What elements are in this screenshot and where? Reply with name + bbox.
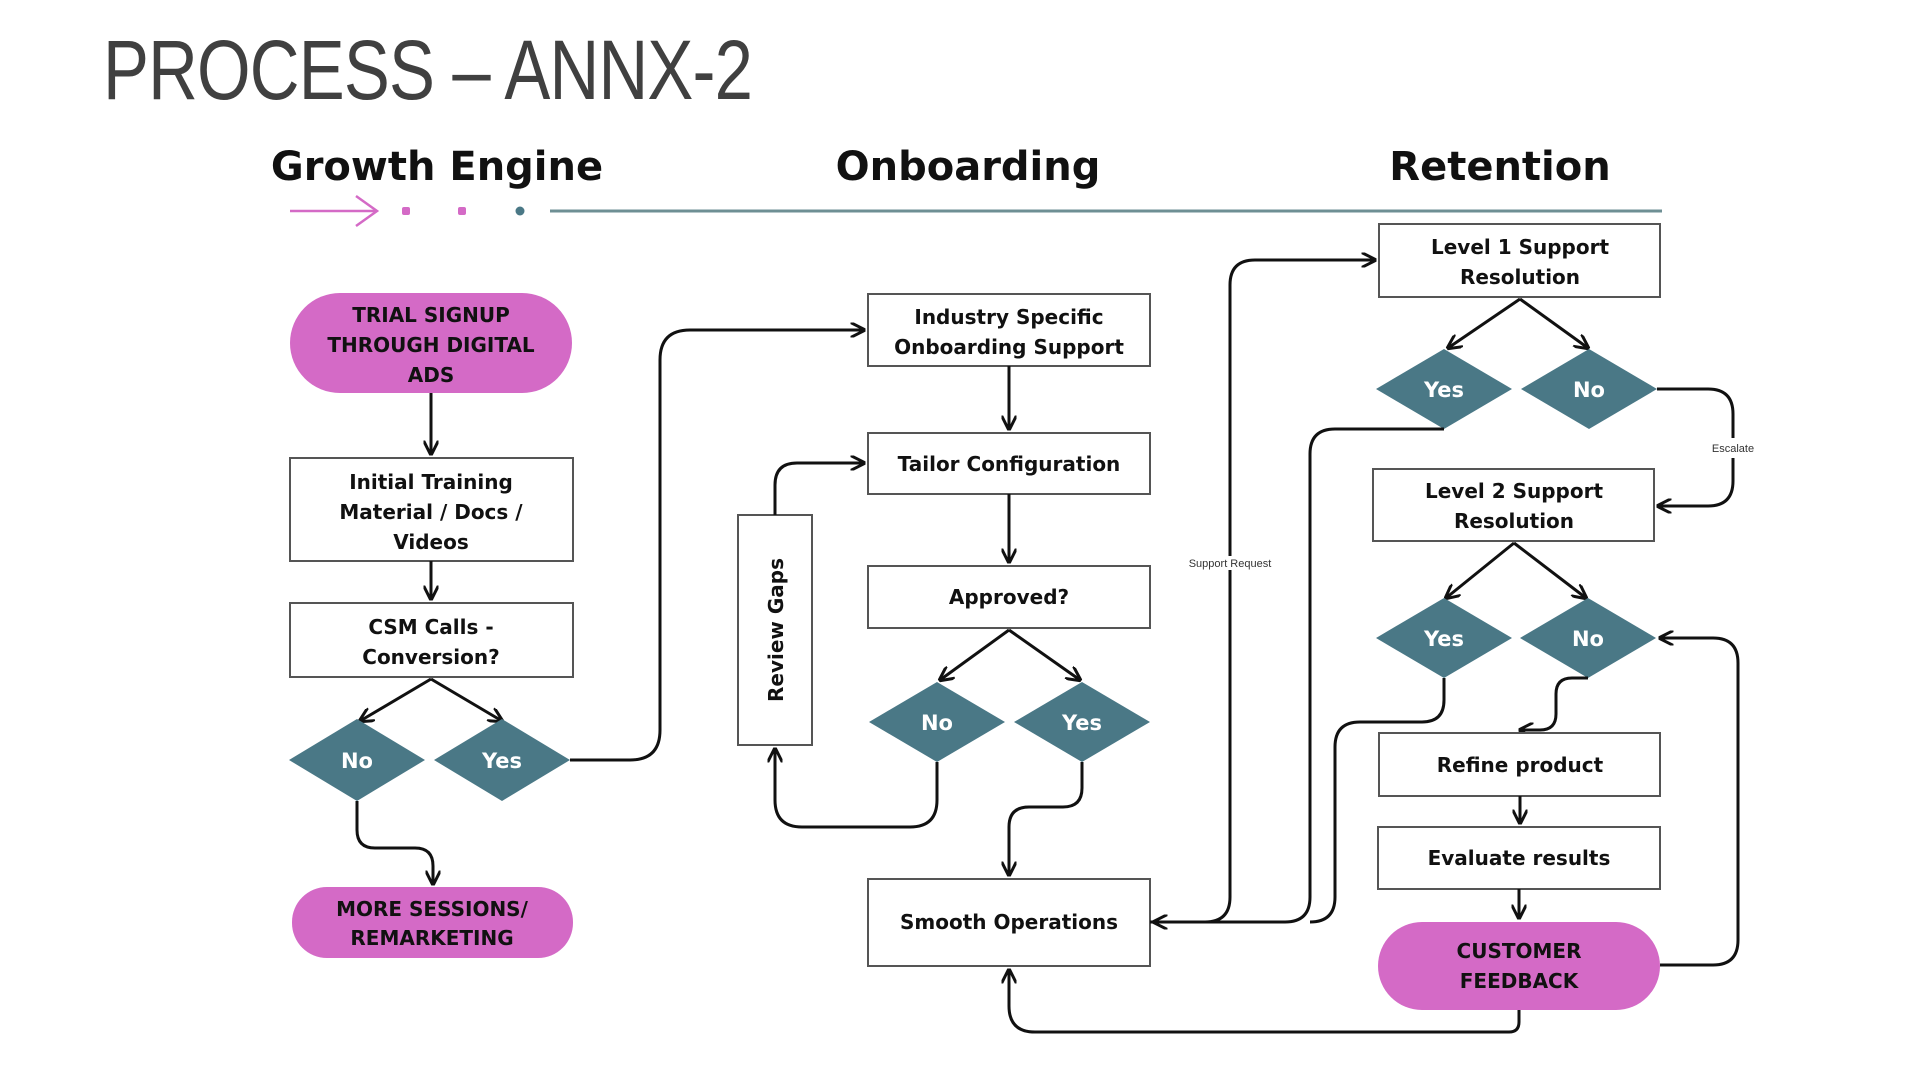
svg-text:Initial Training: Initial Training: [349, 470, 513, 494]
svg-text:No: No: [1573, 378, 1605, 402]
node-more-sessions[interactable]: MORE SESSIONS/ REMARKETING: [292, 887, 573, 958]
decision-conversion-no[interactable]: No: [289, 719, 425, 801]
svg-text:REMARKETING: REMARKETING: [350, 926, 513, 950]
svg-text:Videos: Videos: [393, 530, 469, 554]
decision-approved-no[interactable]: No: [869, 682, 1005, 762]
node-level1-support[interactable]: Level 1 Support Resolution: [1378, 223, 1661, 298]
connector: [1520, 676, 1588, 730]
phase-header-onboarding: Onboarding: [836, 144, 1101, 190]
node-evaluate-results[interactable]: Evaluate results: [1377, 826, 1661, 890]
svg-text:Refine product: Refine product: [1437, 753, 1604, 777]
svg-text:Yes: Yes: [481, 749, 522, 773]
decision-conversion-yes[interactable]: Yes: [434, 719, 570, 801]
connector: [360, 677, 432, 721]
svg-text:Yes: Yes: [1061, 711, 1102, 735]
svg-text:THROUGH DIGITAL: THROUGH DIGITAL: [327, 333, 535, 357]
phase-header-growth-engine: Growth Engine: [271, 144, 603, 190]
slide-title: PROCESS – ANNX-2: [103, 23, 753, 117]
svg-text:TRIAL SIGNUP: TRIAL SIGNUP: [352, 303, 510, 327]
connector: [1448, 297, 1521, 348]
connector: [940, 628, 1010, 680]
decision-level2-no[interactable]: No: [1520, 598, 1656, 678]
svg-text:Smooth Operations: Smooth Operations: [900, 910, 1118, 934]
connector: [570, 330, 864, 762]
svg-text:Evaluate results: Evaluate results: [1428, 846, 1611, 870]
svg-text:Material / Docs /: Material / Docs /: [339, 500, 523, 524]
decision-level2-yes[interactable]: Yes: [1376, 598, 1512, 678]
svg-text:Tailor Configuration: Tailor Configuration: [898, 452, 1121, 476]
decision-approved-yes[interactable]: Yes: [1014, 682, 1150, 762]
svg-text:Level 2 Support: Level 2 Support: [1425, 479, 1603, 503]
connector: [1513, 541, 1586, 598]
svg-text:Approved?: Approved?: [949, 585, 1069, 609]
connector: [430, 677, 502, 721]
connector: [1657, 387, 1735, 438]
svg-text:Resolution: Resolution: [1460, 265, 1580, 289]
decision-level1-no[interactable]: No: [1521, 349, 1657, 429]
svg-text:Level 1 Support: Level 1 Support: [1431, 235, 1609, 259]
node-approved[interactable]: Approved?: [867, 565, 1151, 629]
connector: [773, 463, 864, 515]
decision-level1-yes[interactable]: Yes: [1376, 349, 1512, 429]
svg-text:ADS: ADS: [408, 363, 454, 387]
node-smooth-operations[interactable]: Smooth Operations: [867, 878, 1151, 967]
escalate-label: Escalate: [1712, 443, 1754, 455]
connector: [1446, 541, 1515, 598]
svg-text:Yes: Yes: [1423, 378, 1464, 402]
svg-text:No: No: [921, 711, 953, 735]
svg-text:No: No: [1572, 627, 1604, 651]
phase-header-retention: Retention: [1389, 144, 1610, 190]
svg-text:CSM Calls -: CSM Calls -: [368, 615, 493, 639]
svg-text:Review Gaps: Review Gaps: [764, 558, 788, 702]
timeline-dot: [458, 207, 466, 215]
node-customer-feedback[interactable]: CUSTOMER FEEDBACK: [1378, 922, 1660, 1010]
node-industry-specific-onboarding[interactable]: Industry Specific Onboarding Support: [867, 293, 1151, 367]
svg-text:MORE SESSIONS/: MORE SESSIONS/: [336, 897, 528, 921]
connector: [1008, 628, 1080, 680]
connector: [775, 749, 939, 829]
timeline-dot: [515, 206, 525, 216]
connector: [1154, 427, 1444, 922]
connector: [1009, 762, 1084, 875]
node-review-gaps[interactable]: Review Gaps: [737, 514, 813, 746]
node-trial-signup[interactable]: TRIAL SIGNUP THROUGH DIGITAL ADS: [290, 293, 572, 393]
connector: [1309, 678, 1446, 924]
svg-text:Industry Specific: Industry Specific: [914, 305, 1103, 329]
connector: [1228, 260, 1375, 556]
node-level2-support[interactable]: Level 2 Support Resolution: [1372, 468, 1655, 542]
svg-text:Onboarding Support: Onboarding Support: [894, 335, 1124, 359]
timeline-dot: [402, 207, 410, 215]
timeline-arrow-icon: [290, 194, 380, 228]
svg-text:Yes: Yes: [1423, 627, 1464, 651]
connector: [355, 801, 433, 884]
svg-text:No: No: [341, 749, 373, 773]
connector: [1660, 638, 1740, 967]
connector: [1519, 297, 1588, 348]
svg-text:Conversion?: Conversion?: [362, 645, 499, 669]
connector: [1009, 970, 1521, 1034]
svg-text:FEEDBACK: FEEDBACK: [1460, 969, 1580, 993]
support-request-label: Support Request: [1189, 558, 1272, 570]
svg-text:CUSTOMER: CUSTOMER: [1457, 939, 1582, 963]
node-tailor-configuration[interactable]: Tailor Configuration: [867, 432, 1151, 495]
connector: [1150, 570, 1232, 924]
svg-text:Resolution: Resolution: [1454, 509, 1574, 533]
connector: [1658, 458, 1735, 506]
node-csm-calls[interactable]: CSM Calls - Conversion?: [289, 602, 574, 678]
node-initial-training[interactable]: Initial Training Material / Docs / Video…: [289, 457, 574, 562]
node-refine-product[interactable]: Refine product: [1378, 732, 1661, 797]
